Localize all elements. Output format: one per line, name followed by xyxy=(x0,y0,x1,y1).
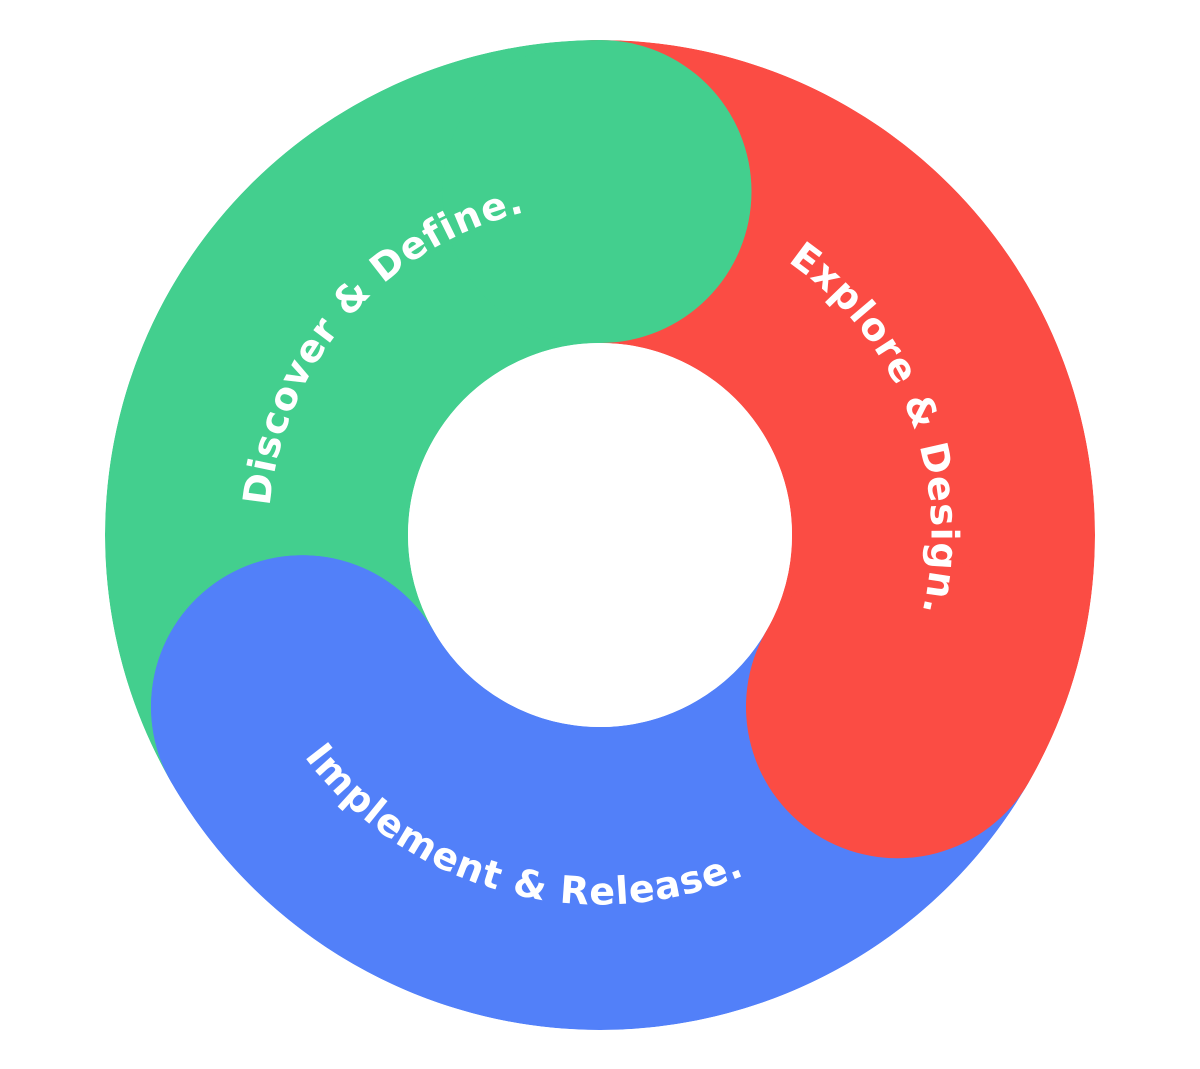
arc-implement-cap xyxy=(151,555,458,864)
arc-explore-cap xyxy=(745,550,1052,859)
